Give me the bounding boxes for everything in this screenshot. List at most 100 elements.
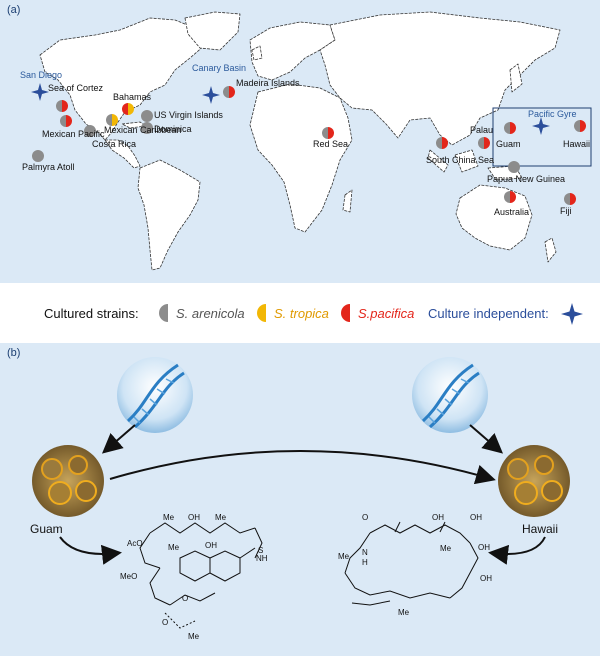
australia-marker <box>504 191 516 203</box>
pacific-gyre-label: Pacific Gyre <box>528 109 577 119</box>
guam-compound-structure <box>139 522 263 629</box>
svg-text:S: S <box>258 546 263 555</box>
s-pacifica-label: S.pacifica <box>358 306 415 321</box>
red-sea-label: Red Sea <box>313 139 348 149</box>
borneo-island <box>454 149 479 173</box>
canary-basin-marker <box>202 86 220 104</box>
dna-image-right <box>412 357 488 433</box>
mexican-pacific-label: Mexican Pacific <box>42 129 105 139</box>
svg-text:NH: NH <box>256 554 268 563</box>
madeira-islands-marker <box>223 86 235 98</box>
guam-site-label: Guam <box>30 522 63 536</box>
hawaii-compound-structure <box>344 521 479 606</box>
central-america-landmass <box>104 139 141 169</box>
svg-text:AcO: AcO <box>127 539 143 548</box>
svg-text:Me: Me <box>338 552 350 561</box>
red-sea-marker <box>322 127 334 139</box>
svg-text:Me: Me <box>398 608 410 617</box>
hawaii-compound-atoms: O OH OH Me N H Me OH OH Me <box>338 513 492 617</box>
south-america-landmass <box>137 159 201 271</box>
dna-image-left <box>117 357 193 433</box>
svg-text:OH: OH <box>188 513 200 522</box>
palmyra-atoll-label: Palmyra Atoll <box>22 162 75 172</box>
svg-text:Me: Me <box>215 513 227 522</box>
south-china-sea-label: South China Sea <box>426 155 494 165</box>
svg-text:O: O <box>362 513 368 522</box>
panel-a-label: (a) <box>7 4 21 16</box>
bacterial-colonies-right <box>498 445 570 517</box>
us-virgin-islands-label: US Virgin Islands <box>154 110 223 120</box>
svg-text:Me: Me <box>163 513 175 522</box>
panel-b-svg: Guam Hawaii Me OH Me AcO Me S OH MeO NH … <box>30 357 570 641</box>
s-tropica-icon <box>257 304 266 322</box>
panel-a-map: (a) <box>0 0 600 283</box>
svg-text:Me: Me <box>440 544 452 553</box>
dominica-label: Dominica <box>154 124 192 134</box>
guam-label: Guam <box>496 139 521 149</box>
svg-text:OH: OH <box>478 543 490 552</box>
svg-text:O: O <box>162 618 168 627</box>
canary-basin-label: Canary Basin <box>192 63 246 73</box>
greenland-landmass <box>184 11 241 51</box>
s-arenicola-icon <box>159 304 168 322</box>
san-diego-label: San Diego <box>20 70 62 80</box>
sea-of-cortez-marker <box>56 100 68 112</box>
svg-text:N: N <box>362 548 368 557</box>
svg-text:OH: OH <box>480 574 492 583</box>
arrow-colony-left-to-right <box>109 450 496 485</box>
europe-landmass <box>249 21 336 81</box>
legend: Cultured strains: S. arenicola S. tropic… <box>0 294 600 334</box>
svg-text:OH: OH <box>205 541 217 550</box>
world-map: San Diego Sea of Cortez Mexican Pacific … <box>20 11 592 271</box>
hawaii-site-label: Hawaii <box>522 522 558 536</box>
hawaii-label: Hawaii <box>563 139 590 149</box>
arrow-guam-to-compound <box>59 536 122 565</box>
arrow-hawaii-to-compound <box>488 536 546 565</box>
svg-text:Me: Me <box>188 632 200 641</box>
pacific-gyre-marker <box>532 117 550 135</box>
guam-marker <box>504 122 516 134</box>
svg-text:OH: OH <box>432 513 444 522</box>
madeira-islands-label: Madeira Islands <box>236 78 300 88</box>
svg-text:H: H <box>362 558 368 567</box>
south-china-sea-marker <box>436 137 448 149</box>
san-diego-marker <box>31 83 49 101</box>
arrow-dna-to-colony-right <box>469 424 504 454</box>
uk-island <box>251 45 263 61</box>
bahamas-marker <box>122 103 134 115</box>
hawaii-marker <box>574 120 586 132</box>
sea-of-cortez-label: Sea of Cortez <box>48 83 104 93</box>
culture-independent-star-icon <box>561 303 583 325</box>
palau-marker <box>478 137 490 149</box>
guam-compound-atoms: Me OH Me AcO Me S OH MeO NH O O Me <box>120 513 268 641</box>
panel-b-label: (b) <box>7 347 21 359</box>
svg-text:O: O <box>182 594 188 603</box>
africa-landmass <box>249 83 353 233</box>
mexican-pacific-marker <box>60 115 72 127</box>
palmyra-atoll-marker <box>32 150 44 162</box>
cultured-strains-label: Cultured strains: <box>44 306 139 321</box>
culture-independent-label: Culture independent: <box>428 306 549 321</box>
japan-island <box>509 63 523 93</box>
australia-label: Australia <box>494 207 529 217</box>
bacterial-colonies-left <box>32 445 104 517</box>
mexican-caribbean-label: Mexican Caribbean <box>104 125 182 135</box>
fiji-label: Fiji <box>560 206 572 216</box>
arrow-dna-to-colony-left <box>101 424 136 454</box>
papua-new-guinea-label: Papua New Guinea <box>487 174 565 184</box>
bahamas-label: Bahamas <box>113 92 152 102</box>
pacific-gyre-box <box>492 107 592 167</box>
s-tropica-label: S. tropica <box>274 306 329 321</box>
north-america-landmass <box>39 17 206 141</box>
svg-text:Me: Me <box>168 543 180 552</box>
panel-b-diagram: (b) <box>0 343 600 656</box>
madagascar-island <box>342 189 353 213</box>
fiji-marker <box>564 193 576 205</box>
sumatra-island <box>427 149 449 173</box>
us-virgin-islands-marker <box>141 110 153 122</box>
svg-text:OH: OH <box>470 513 482 522</box>
s-arenicola-label: S. arenicola <box>176 306 245 321</box>
new-zealand-island <box>544 237 557 263</box>
s-pacifica-icon <box>341 304 350 322</box>
asia-landmass <box>319 11 561 146</box>
